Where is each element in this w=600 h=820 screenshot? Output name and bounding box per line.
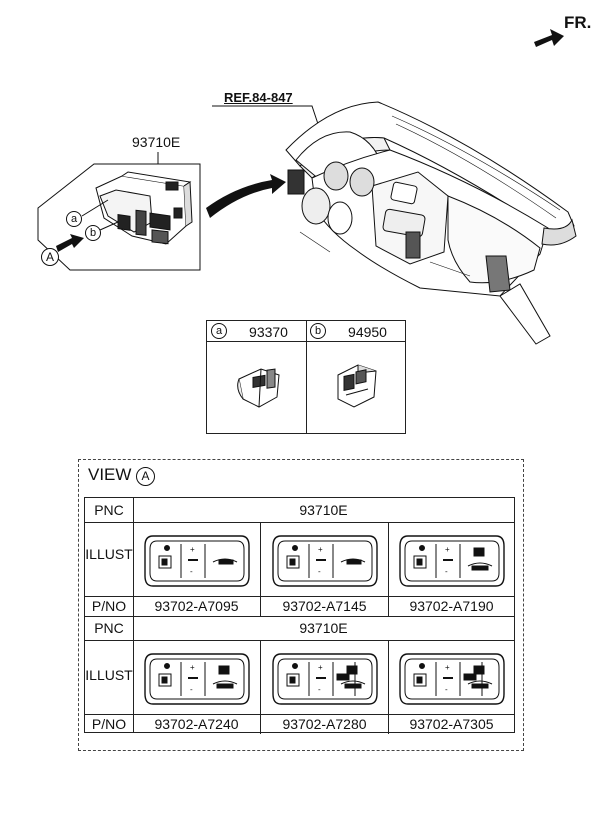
part-image-b	[337, 364, 377, 408]
switch-panel-illustration: +-	[272, 653, 378, 705]
callout-b: b	[85, 225, 101, 241]
part-number-cell: 93702-A7305	[409, 716, 494, 732]
parts-table: a 93370 b 94950	[206, 320, 406, 434]
svg-text:-: -	[318, 685, 321, 694]
svg-text:+: +	[190, 545, 195, 554]
part-number-cell: 93702-A7280	[282, 716, 367, 732]
callout-a: a	[66, 211, 82, 227]
switch-panel-illustration: +-	[144, 535, 250, 587]
part-letter-b: b	[310, 323, 326, 339]
part-number-b: 94950	[348, 324, 387, 340]
part-image-a	[237, 368, 280, 408]
row-label-illust-2: ILLUST	[85, 667, 133, 683]
reference-label: REF.84-847	[224, 90, 293, 105]
svg-text:-: -	[318, 567, 321, 576]
row-label-pno-2: P/NO	[91, 716, 127, 732]
part-number-cell: 93702-A7145	[282, 598, 367, 614]
svg-text:+: +	[190, 663, 195, 672]
row-label-illust-1: ILLUST	[85, 546, 133, 562]
switch-panel-illustration: +-	[399, 535, 505, 587]
part-cell-a: a 93370	[207, 321, 307, 433]
front-direction-label: FR.	[564, 13, 592, 32]
view-frame	[78, 459, 524, 751]
part-number-cell: 93702-A7190	[409, 598, 494, 614]
pnc-value-2: 93710E	[299, 620, 348, 636]
part-number-a: 93370	[249, 324, 288, 340]
part-cell-b: b 94950	[306, 321, 405, 433]
svg-text:+: +	[445, 663, 450, 672]
svg-text:-: -	[190, 685, 193, 694]
svg-text:+: +	[445, 545, 450, 554]
row-label-pnc-1: PNC	[94, 502, 124, 518]
part-letter-a: a	[211, 323, 227, 339]
svg-text:-: -	[445, 685, 448, 694]
part-number-cell: 93702-A7095	[154, 598, 239, 614]
pnc-value-1: 93710E	[299, 502, 348, 518]
view-letter: A	[136, 467, 155, 486]
view-table: PNC ILLUST P/NO PNC ILLUST P/NO 93710E 9…	[84, 497, 515, 734]
svg-text:-: -	[190, 567, 193, 576]
assembly-label: 93710E	[132, 134, 181, 150]
callout-view-a: A	[41, 248, 59, 266]
front-arrow-icon	[534, 29, 564, 47]
switch-panel-illustration: +-	[399, 653, 505, 705]
switch-panel-illustration: +-	[144, 653, 250, 705]
part-number-cell: 93702-A7240	[154, 716, 239, 732]
row-label-pno-1: P/NO	[91, 598, 127, 614]
svg-text:+: +	[318, 663, 323, 672]
row-label-pnc-2: PNC	[94, 620, 124, 636]
switch-panel-illustration: +-	[272, 535, 378, 587]
view-title: VIEW	[88, 465, 132, 484]
svg-text:-: -	[445, 567, 448, 576]
svg-text:+: +	[318, 545, 323, 554]
